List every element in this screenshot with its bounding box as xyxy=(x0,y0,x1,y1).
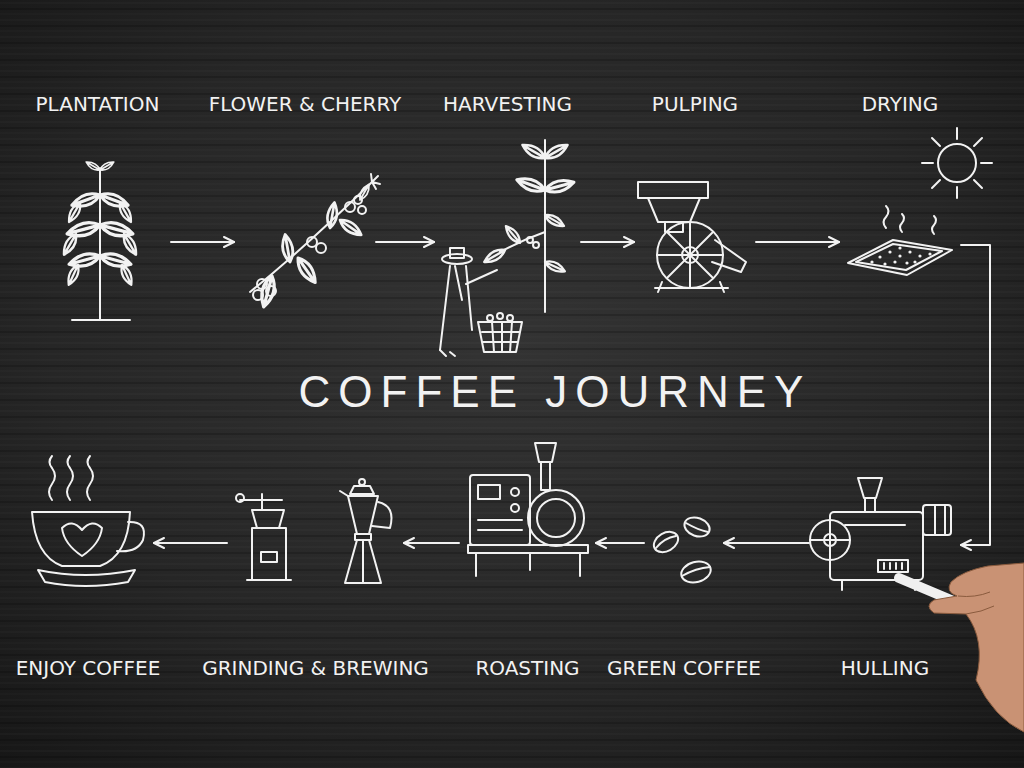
stage-label: ENJOY COFFEE xyxy=(16,656,161,680)
stage-node: HARVESTING xyxy=(440,138,575,356)
stage-label: PLANTATION xyxy=(36,92,160,116)
flow-arrow xyxy=(756,241,839,243)
flower-cherry-branch xyxy=(250,174,380,308)
flow-arrow xyxy=(171,241,234,243)
stage-label: HULLING xyxy=(841,656,929,680)
stage-node: ROASTING xyxy=(465,440,590,577)
hulling-machine xyxy=(810,478,951,590)
stage-node: FLOWER & CHERRY xyxy=(240,175,370,325)
stage-node: HULLING xyxy=(815,475,955,590)
pulping-machine xyxy=(638,182,746,292)
sun-symbol xyxy=(922,128,992,198)
stage-node: PLANTATION xyxy=(30,155,165,323)
flow-arrow xyxy=(596,542,644,544)
stage-node: GREEN COFFEE xyxy=(650,508,718,588)
stage-label: ROASTING xyxy=(475,656,579,680)
diagram-title: COFFEE JOURNEY xyxy=(299,366,812,418)
flow-arrow xyxy=(581,241,634,243)
stage-node: GRINDING & BREWING xyxy=(233,480,398,585)
stage-label: GRINDING & BREWING xyxy=(202,656,429,680)
stage-label: GREEN COFFEE xyxy=(607,656,761,680)
roasting-machine xyxy=(468,443,588,576)
stage-node: PULPING xyxy=(640,178,750,290)
stage-label: PULPING xyxy=(652,92,738,116)
green-coffee-beans xyxy=(650,514,713,585)
stage-label: DRYING xyxy=(862,92,939,116)
flow-arrow xyxy=(724,542,809,544)
stage-label: FLOWER & CHERRY xyxy=(209,92,402,116)
flow-arrow xyxy=(376,241,434,243)
harvesting-scene xyxy=(440,140,575,356)
hand-with-chalk xyxy=(899,563,1024,732)
grinder-and-moka-pot xyxy=(236,479,392,583)
stage-node: ENJOY COFFEE xyxy=(28,450,148,590)
flow-arrow xyxy=(961,245,990,545)
drying-tray xyxy=(848,206,952,275)
title-holder: COFFEE JOURNEY xyxy=(250,366,860,418)
stage-node: DRYING xyxy=(845,205,955,290)
plantation-tree xyxy=(60,160,139,320)
flow-arrow xyxy=(404,542,459,544)
coffee-cup xyxy=(32,456,144,586)
stage-label: HARVESTING xyxy=(443,92,572,116)
flow-arrow xyxy=(154,542,227,544)
